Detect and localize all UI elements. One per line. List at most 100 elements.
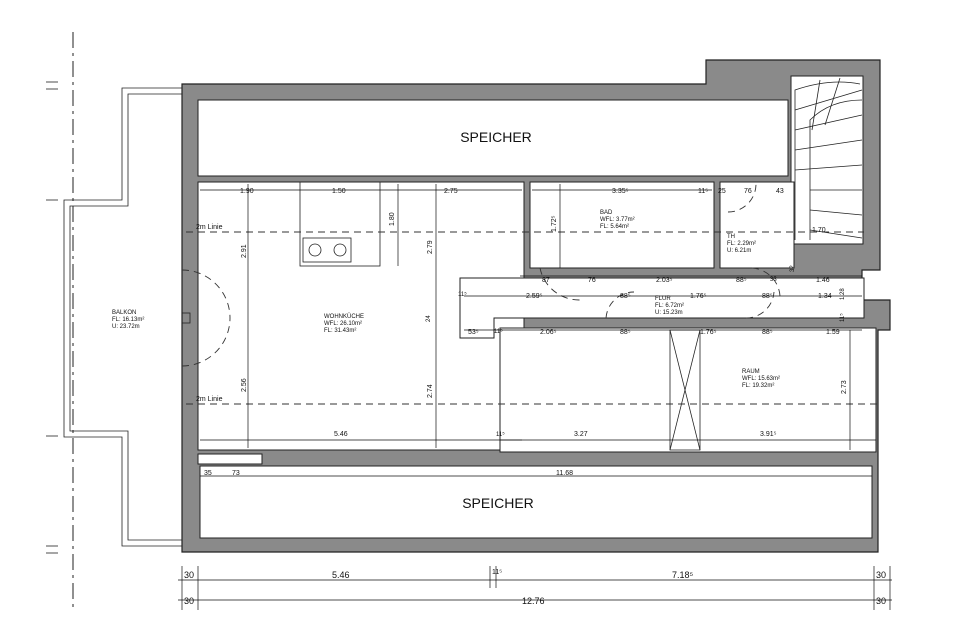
dim-label: 11⁵ [496, 431, 505, 438]
th-label: TH [727, 234, 735, 240]
raum-fl: FL: 19.32m² [742, 383, 774, 389]
raum-wfl: WFL: 15.63m² [742, 376, 780, 382]
bad-wfl: WFL: 3.77m² [600, 217, 635, 223]
dim-label: 11⁵ [492, 569, 502, 576]
bad-door-swing [539, 267, 581, 301]
dim-label: 73 [232, 470, 240, 477]
dim-label: 30 [184, 596, 194, 606]
interior-dimension-lines [200, 184, 876, 477]
bad-room [529, 181, 715, 269]
dim-label: 5.46 [334, 431, 348, 438]
balkon-label: BALKON [112, 310, 136, 316]
flur-room [459, 277, 865, 339]
dim-label: 5.46 [332, 570, 350, 580]
dimension-labels: 1.90 1.50 2.75 3.35⁵ 11⁵ 25 76 43 1.70 1… [184, 188, 886, 606]
th-perimeter: U: 6.21m [727, 248, 751, 254]
dim-label: 1.70 [812, 227, 826, 234]
dim-label: 35 [204, 470, 212, 477]
two-meter-line-label: 2m Linie [196, 224, 223, 231]
speicher-bottom-label: SPEICHER [462, 495, 534, 511]
dim-label: 2.79 [427, 240, 434, 254]
dim-label: 1.90 [240, 188, 254, 195]
th-room [719, 181, 795, 269]
dim-label: 24 [426, 315, 432, 322]
speicher-top-label: SPEICHER [460, 129, 532, 145]
wohnkueche-wfl: WFL: 26.10m² [324, 321, 362, 327]
dim-label: 2.03⁵ [656, 277, 673, 284]
dim-label: 30 [184, 570, 194, 580]
dim-label: 88⁵ [762, 293, 773, 300]
dim-label: 12.76 [522, 596, 545, 606]
speicher-bottom-room [199, 465, 873, 539]
bad-label: BAD [600, 210, 613, 216]
two-meter-line-label: 2m Linie [196, 396, 223, 403]
hob-icon [308, 243, 322, 257]
dim-label: 1.76⁵ [690, 293, 707, 300]
raum-label: RAUM [742, 369, 760, 375]
dim-label: 1.46 [816, 277, 830, 284]
dim-label: 30 [876, 596, 886, 606]
dim-label: 88⁵ [762, 329, 773, 336]
dim-label: 32 [790, 265, 796, 272]
dim-label: 88⁵ [620, 329, 631, 336]
staircase [794, 77, 863, 240]
dim-label: 2.59⁵ [526, 293, 543, 300]
dim-label: 3.35⁵ [612, 188, 629, 195]
dim-label: 87 [542, 277, 550, 284]
flur-perimeter: U: 15.23m [655, 310, 683, 316]
dim-label: 3.27 [574, 431, 588, 438]
dim-label: 1.80 [389, 212, 396, 226]
dim-label: 43 [776, 188, 784, 195]
bad-fl: FL: 5.64m² [600, 224, 629, 230]
speicher-top-room [197, 99, 789, 177]
dim-label: 3.91⁵ [760, 431, 777, 438]
wall-gap [197, 453, 263, 465]
dim-label: 30 [876, 570, 886, 580]
balkon-perimeter: U: 23.72m [112, 324, 140, 330]
balcony [63, 87, 182, 547]
exterior-dimension-lines [178, 566, 892, 610]
raum-room [499, 327, 877, 453]
dim-label: 7.18⁵ [672, 570, 694, 580]
th-door-swing [727, 183, 757, 213]
dim-label: 1.72⁵ [551, 215, 558, 232]
wohnkueche-label: WOHNKÜCHE [324, 313, 364, 320]
dim-label: 88⁵ [620, 293, 631, 300]
hob-icon [333, 243, 347, 257]
flur-fl: FL: 6.72m² [655, 303, 684, 309]
kitchen-counter [299, 181, 381, 267]
dim-label: 1.59 [826, 329, 840, 336]
dim-label: 25 [718, 188, 726, 195]
flur-door-swing [605, 291, 635, 319]
th-door-swing [751, 267, 781, 297]
dim-label: 2.56 [241, 378, 248, 392]
dim-label: 11⁵ [458, 291, 467, 298]
dim-label: 2.74 [427, 384, 434, 398]
dim-label: 11⁵ [839, 313, 846, 322]
dim-label: 11⁵ [698, 188, 708, 195]
dim-label: 11⁵ [494, 328, 503, 335]
dim-label: 76 [744, 188, 752, 195]
balkon-area: FL: 16.13m² [112, 317, 144, 323]
dim-label: 2.75 [444, 188, 458, 195]
dim-label: 1.28 [840, 288, 846, 300]
dim-label: 2.06⁵ [540, 329, 557, 336]
dim-label: 33 [770, 277, 777, 283]
dim-label: 88⁵ [736, 277, 747, 284]
dim-label: 1.50 [332, 188, 346, 195]
balcony-door [181, 269, 231, 367]
dim-label: 2.91 [241, 244, 248, 258]
wohnkueche-fl: FL: 31.43m² [324, 328, 356, 334]
dim-label: 1.76⁵ [700, 329, 717, 336]
dim-label: 53⁵ [468, 329, 479, 336]
dim-label: 2.73 [841, 380, 848, 394]
dim-label: 76 [588, 277, 596, 284]
stair-room [790, 75, 864, 245]
dim-label: 1.34 [818, 293, 832, 300]
th-fl: FL: 2.29m² [727, 241, 756, 247]
wardrobe [669, 329, 701, 451]
dim-label: 11.68 [556, 470, 573, 477]
flur-label: FLUR [655, 296, 671, 302]
cooktop [302, 237, 352, 263]
